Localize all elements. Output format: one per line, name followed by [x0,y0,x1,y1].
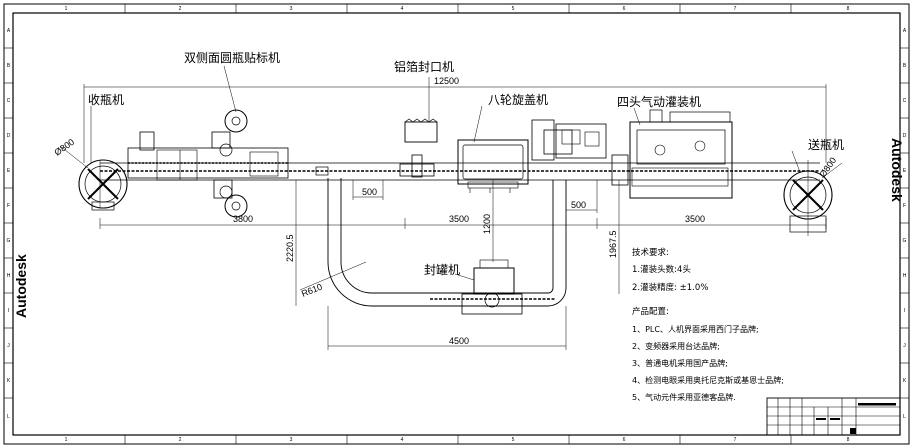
row-marker: L [7,414,10,420]
bottle-feeder-turntable [783,160,833,236]
row-marker: K [903,378,907,384]
row-marker: L [903,414,906,420]
foil-sealer-label: 铝箔封口机 [394,59,454,74]
col-marker: 7 [734,437,737,443]
dimension-12500: 12500 [434,76,459,86]
watermark-right: Autodesk [889,138,905,202]
tech-requirement-item: 1.灌装头数:4头 [632,264,691,275]
cap-feeder-unit [531,119,607,161]
dimension-4500: 4500 [449,336,469,346]
col-marker: 8 [847,6,850,12]
can-sealer-machine [461,259,523,315]
diameter-left: Ø800 [52,137,76,158]
col-marker: 7 [734,6,737,12]
row-marker: D [7,133,11,139]
row-marker: I [8,308,9,314]
drawing-frame [3,3,910,445]
tech-requirements-title: 技术要求: [632,247,669,258]
col-marker: 4 [401,6,404,12]
row-marker: B [7,63,11,69]
row-marker: F [7,203,10,209]
row-marker: J [903,343,906,349]
diameter-right: Ø800 [817,155,838,179]
title-block [766,397,901,436]
dimension-500-left: 500 [362,187,377,197]
col-marker: 8 [847,437,850,443]
spec-notes: 技术要求: 1.灌装头数:4头 2.灌装精度: ±1.0% 产品配置: 1、PL… [632,247,784,402]
dimension-3800: 3800 [233,214,253,224]
filler-machine [611,109,733,199]
col-marker: 6 [623,437,626,443]
config-item: 5、气动元件采用亚德客品牌. [632,392,736,402]
row-marker: B [903,63,907,69]
config-item: 1、PLC、人机界面采用西门子品牌; [632,324,759,334]
dimension-3500-left: 3500 [449,214,469,224]
dimension-lines [59,65,843,350]
row-marker: J [7,343,10,349]
row-marker: A [7,28,11,34]
config-item: 2、变频器采用台达品牌; [632,341,720,351]
label-applicator-label: 双侧面圆瓶贴标机 [184,51,280,65]
dimension-500-right: 500 [571,200,586,210]
feeder-label: 送瓶机 [808,137,844,152]
row-marker: H [7,273,11,279]
row-marker: G [7,238,11,244]
row-marker: E [903,168,907,174]
row-marker: K [7,378,11,384]
bottle-collector-turntable [78,159,128,211]
row-marker: C [7,98,11,104]
col-marker: 4 [401,437,404,443]
row-marker: I [904,308,905,314]
zone-markers: 1 2 3 4 5 6 7 8 1 2 3 4 5 6 7 8 A B C D … [7,6,907,443]
config-item: 4、检测电眼采用奥托尼克斯或基恩士品牌; [632,375,784,385]
config-item: 3、普通电机采用国产品牌; [632,358,728,368]
col-marker: 1 [65,437,68,443]
col-marker: 6 [623,6,626,12]
dimension-2220-5: 2220.5 [285,234,295,262]
filler-label: 四头气动灌装机 [617,94,701,109]
tech-requirement-item: 2.灌装精度: ±1.0% [632,282,708,293]
dimension-1200: 1200 [482,214,492,234]
config-title: 产品配置: [632,306,669,317]
col-marker: 2 [179,6,182,12]
col-marker: 3 [290,6,293,12]
foil-sealer-machine [315,118,438,178]
col-marker: 5 [512,6,515,12]
row-marker: A [903,28,907,34]
row-marker: E [7,168,11,174]
labeler-machine [127,109,289,218]
loop-conveyor [327,178,567,307]
row-marker: D [903,133,907,139]
collector-label: 收瓶机 [88,93,124,107]
capper-label: 八轮旋盖机 [488,93,548,107]
col-marker: 3 [290,437,293,443]
col-marker: 2 [179,437,182,443]
row-marker: F [903,203,906,209]
can-sealer-label: 封罐机 [424,263,460,277]
dimension-1967-5: 1967.5 [608,230,618,258]
watermark-left: Autodesk [13,254,29,318]
dimension-3500-right: 3500 [685,214,705,224]
row-marker: G [903,238,907,244]
row-marker: H [903,273,907,279]
row-marker: C [903,98,907,104]
col-marker: 1 [65,6,68,12]
col-marker: 5 [512,437,515,443]
main-conveyor [100,162,820,181]
radius-r610: R610 [300,282,324,299]
